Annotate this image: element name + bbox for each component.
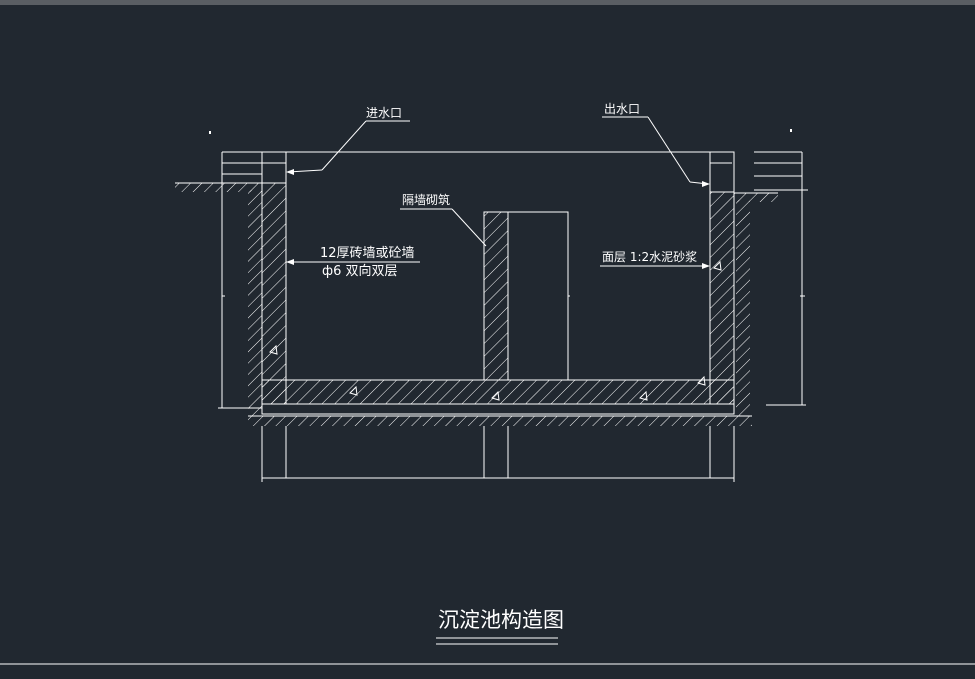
- wall-copings: [222, 151, 808, 193]
- label-outlet: 出水口: [604, 102, 640, 116]
- right-wall: [709, 191, 735, 405]
- window-top-border: [0, 0, 975, 5]
- tank-structure: [261, 182, 735, 405]
- dimension-lines: [218, 152, 806, 482]
- ground-left: [175, 182, 262, 192]
- label-rebar-spec: ф6 双向双层: [322, 263, 398, 279]
- leader-arrows: [286, 169, 710, 269]
- ground-bottom: [248, 190, 752, 426]
- left-wall: [261, 182, 287, 405]
- partition-upper: [507, 211, 570, 381]
- drawing-title: 沉淀池构造图: [438, 608, 564, 632]
- point-markers: [209, 129, 792, 134]
- cushion-layer: [261, 403, 735, 415]
- concrete-symbols: [269, 260, 722, 401]
- label-wall-spec: 12厚砖墙或砼墙: [320, 246, 415, 261]
- title-underline: [436, 637, 558, 645]
- partition-wall: [483, 211, 509, 381]
- label-partition: 隔墙砌筑: [402, 192, 450, 207]
- label-inlet: 进水口: [366, 106, 402, 120]
- ground-right: [734, 192, 778, 202]
- label-finish-layer: 面层 1:2水泥砂浆: [602, 249, 697, 264]
